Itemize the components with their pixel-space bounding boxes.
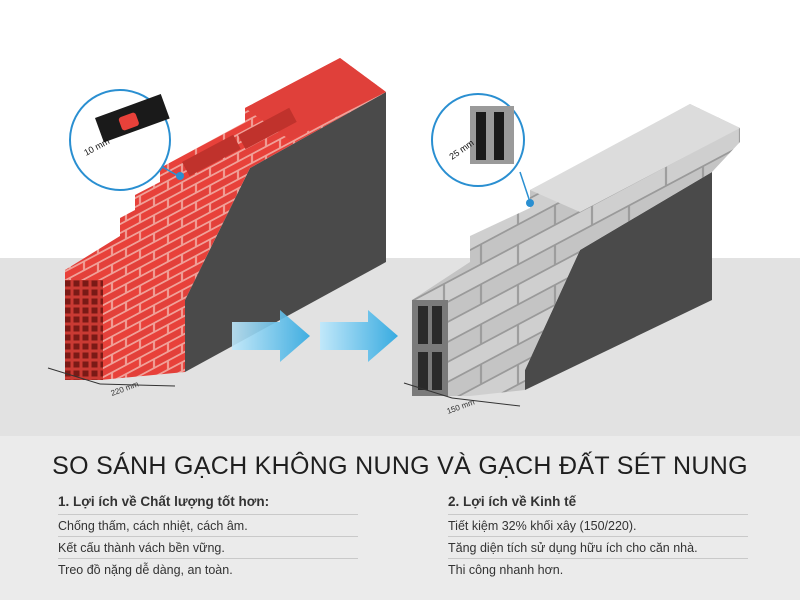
right-callout-line xyxy=(519,171,531,203)
block-cavity-1 xyxy=(418,306,428,344)
list-item: Tiết kiệm 32% khối xây (150/220). xyxy=(448,514,748,536)
quality-heading: 1. Lợi ích về Chất lượng tốt hơn: xyxy=(58,494,270,509)
dim-line-right-2 xyxy=(451,397,521,407)
dim-line-left xyxy=(47,367,101,385)
list-item: Kết cấu thành vách bền vững. xyxy=(58,536,358,558)
plaster-side xyxy=(185,92,386,372)
left-callout: 10 mm xyxy=(69,89,184,191)
list-item: Tăng diện tích sử dụng hữu ích cho căn n… xyxy=(448,536,748,558)
right-callout-cavity-1 xyxy=(476,112,486,160)
block-cavity-2 xyxy=(432,306,442,344)
brick-end-holes xyxy=(65,280,103,380)
block-face xyxy=(412,104,740,396)
economic-heading: 2. Lợi ích về Kinh tế xyxy=(448,494,577,509)
block-top xyxy=(530,104,740,212)
brick-face xyxy=(65,58,386,380)
right-callout-dot xyxy=(526,199,534,207)
block-cavity-4 xyxy=(432,352,442,390)
list-item: Chống thấm, cách nhiệt, cách âm. xyxy=(58,514,358,536)
dim-line-right xyxy=(403,382,453,399)
block-cavity-3 xyxy=(418,352,428,390)
quality-benefits: 1. Lợi ích về Chất lượng tốt hơn: Chống … xyxy=(58,494,358,580)
right-callout-cavity-2 xyxy=(494,112,504,160)
economic-benefits: 2. Lợi ích về Kinh tế Tiết kiệm 32% khối… xyxy=(448,494,748,580)
left-callout-dot xyxy=(176,172,184,180)
left-callout-hole xyxy=(118,112,139,131)
right-callout: 25 mm xyxy=(431,93,534,207)
block-end xyxy=(412,300,448,396)
page-title: SO SÁNH GẠCH KHÔNG NUNG VÀ GẠCH ĐẤT SÉT … xyxy=(52,452,748,480)
arrows xyxy=(232,310,398,362)
dim-line-left-2 xyxy=(99,383,176,387)
top-hollow-brick-1 xyxy=(182,134,241,177)
list-item: Treo đồ nặng dễ dàng, an toàn. xyxy=(58,558,358,580)
list-item: Thi công nhanh hơn. xyxy=(448,558,748,580)
arrow-1 xyxy=(232,310,310,362)
clay-brick-wall: 220 mm xyxy=(47,58,386,398)
top-hollow-brick-2 xyxy=(238,107,297,150)
block-plaster-side xyxy=(525,172,712,390)
block-wall: 150 mm xyxy=(403,104,740,416)
arrow-2 xyxy=(320,310,398,362)
